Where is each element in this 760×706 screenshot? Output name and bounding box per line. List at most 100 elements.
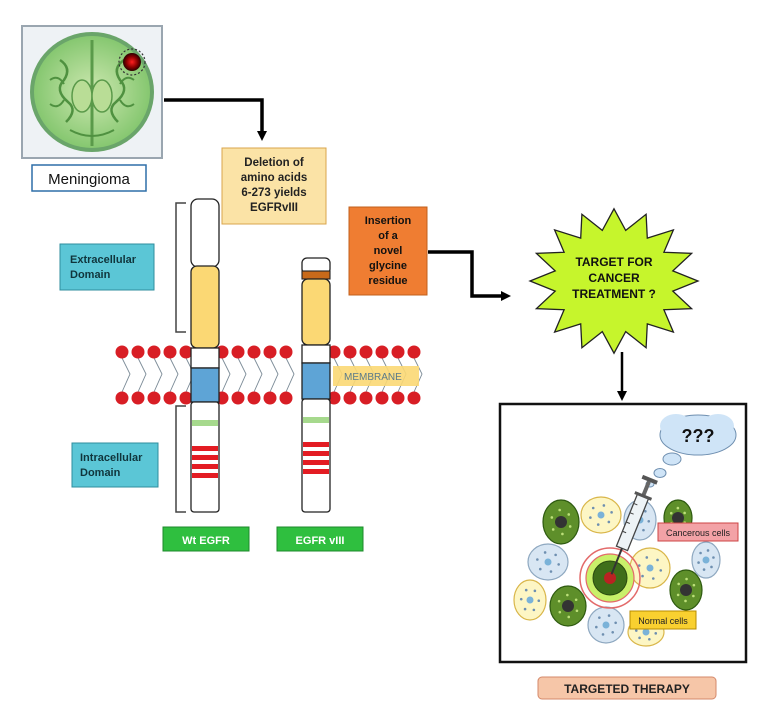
cell-granule [676, 593, 680, 597]
cell-granule [602, 504, 606, 507]
cell-granule [692, 583, 696, 587]
cell-granule [543, 551, 547, 554]
lipid-head [359, 345, 373, 359]
cell-granule [677, 582, 680, 586]
tumor-marker [118, 48, 146, 76]
cell-granule [532, 608, 536, 612]
lipid-head [343, 391, 357, 405]
cell-granule [607, 614, 611, 617]
lipid-head [407, 345, 421, 359]
meningioma-label: Meningioma [31, 164, 147, 192]
lipid-head [327, 391, 341, 405]
cell-nucleus [597, 511, 605, 519]
svg-text:CANCER: CANCER [588, 271, 640, 285]
cell-granule [645, 556, 649, 559]
lipid-head [375, 345, 389, 359]
lipid-head [179, 391, 193, 405]
cell-granule [568, 525, 572, 528]
cell-granule [575, 609, 579, 613]
cell-granule [595, 625, 598, 629]
lipid-head [247, 345, 261, 359]
lipid-head [131, 391, 145, 405]
lipid-head [231, 391, 245, 405]
svg-text:novel: novel [374, 245, 403, 257]
lipid-tail [253, 357, 263, 393]
svg-text:Extracellular: Extracellular [70, 254, 137, 266]
arrow-insertion-to-target [428, 250, 511, 301]
cell-nucleus [555, 516, 567, 528]
extracellular-label: Extracellular Domain [59, 243, 155, 291]
lipid-head [391, 345, 405, 359]
cell-granule [684, 599, 687, 603]
svg-text:TREATMENT ?: TREATMENT ? [572, 287, 656, 301]
cell-granule [566, 593, 569, 597]
cell-granule [557, 563, 560, 566]
lipid-tail [285, 357, 295, 393]
lipid-head [147, 391, 161, 405]
lipid-head [327, 345, 341, 359]
cell-granule [574, 598, 578, 602]
cell-granule [697, 561, 700, 564]
lipid-tail [169, 357, 179, 393]
cell-granule [702, 568, 706, 571]
svg-text:TARGET FOR: TARGET FOR [575, 255, 652, 269]
cell-nucleus [562, 600, 574, 612]
arrow-brain-to-deletion [164, 98, 267, 141]
cell-granule [554, 553, 557, 557]
intracellular-label: Intracellular Domain [71, 442, 159, 488]
cell-granule [611, 630, 615, 634]
membrane-label: MEMBRANE [333, 366, 419, 386]
cell-granule [551, 528, 555, 531]
cell-granule [712, 556, 715, 559]
cell-granule [669, 511, 673, 515]
svg-text:Domain: Domain [80, 467, 121, 479]
svg-text:EGFR vIII: EGFR vIII [296, 535, 345, 547]
lipid-head [115, 345, 129, 359]
cell-granule [637, 564, 641, 567]
cell-granule [710, 565, 713, 569]
syringe-icon [610, 474, 658, 575]
cell-nucleus [526, 596, 534, 604]
lipid-head [147, 345, 161, 359]
svg-text:residue: residue [368, 275, 407, 287]
cell-granule [642, 528, 645, 532]
svg-text:Normal cells: Normal cells [638, 616, 688, 626]
cell-nucleus [680, 584, 692, 596]
cell-granule [685, 577, 688, 581]
cell-granule [537, 599, 541, 603]
targeted-therapy-caption: TARGETED THERAPY [537, 676, 717, 700]
cell-granule [601, 633, 605, 636]
wt-egfr-tag: Wt EGFR [162, 526, 250, 552]
lipid-head [179, 345, 193, 359]
intracellular-bracket [175, 405, 186, 513]
egfr-viii-tag: EGFR vIII [276, 526, 364, 552]
lipid-head [359, 391, 373, 405]
svg-text:6-273 yields: 6-273 yields [241, 187, 306, 199]
cell-granule [591, 506, 595, 510]
cell-nucleus [646, 564, 654, 572]
cell-granule [596, 523, 600, 526]
cell-granule [567, 615, 571, 619]
cell-granule [550, 516, 554, 519]
cell-granule [607, 520, 611, 524]
lipid-head [247, 391, 261, 405]
thought-cloud: ??? [645, 414, 737, 488]
cell-granule [598, 616, 601, 619]
svg-text:MEMBRANE: MEMBRANE [344, 372, 402, 383]
deletion-box: Deletion of amino acids 6-273 yields EGF… [221, 147, 327, 225]
cell-granule [676, 506, 680, 510]
cell-granule [523, 607, 527, 611]
cell-granule [651, 577, 655, 580]
cell-granule [699, 551, 702, 555]
svg-text:of a: of a [378, 230, 398, 242]
svg-text:glycine: glycine [369, 260, 407, 272]
cell-granule [656, 558, 659, 562]
svg-text:amino acids: amino acids [241, 172, 307, 184]
targeted-nucleus [604, 572, 616, 584]
egfr-viii-receptor [301, 257, 331, 513]
svg-text:Domain: Domain [70, 269, 111, 281]
cell-granule [614, 621, 617, 625]
lipid-head [279, 391, 293, 405]
svg-text:Cancerous cells: Cancerous cells [666, 528, 731, 538]
cell-nucleus [544, 558, 552, 566]
